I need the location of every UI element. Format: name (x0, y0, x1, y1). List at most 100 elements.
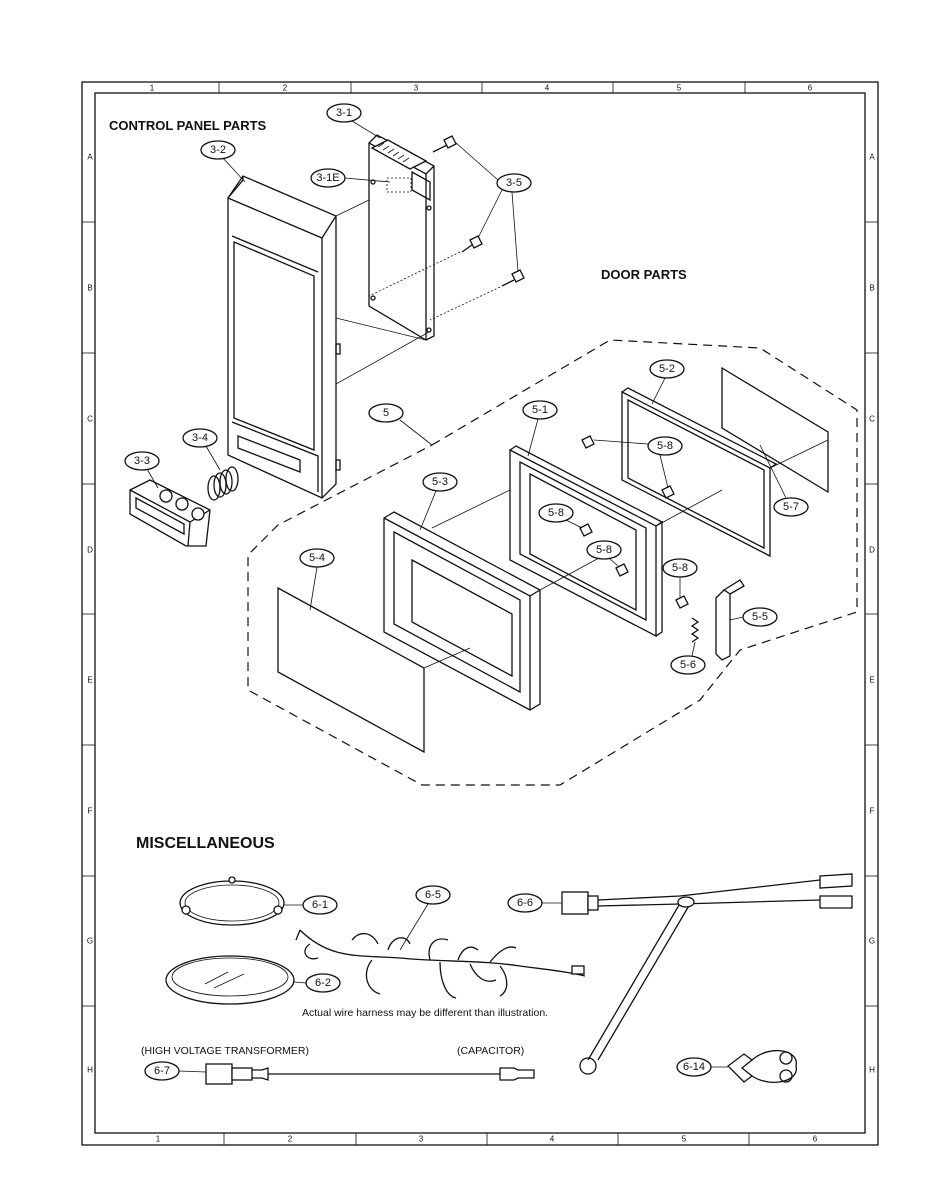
grid-row-label: A (87, 153, 93, 162)
grid-row-label: F (870, 807, 875, 816)
svg-text:6-7: 6-7 (154, 1065, 170, 1077)
screw-icon (615, 563, 629, 577)
grid-col-label: 4 (550, 1135, 555, 1144)
screw-icon (432, 135, 457, 153)
control-unit (368, 134, 435, 341)
grid-col-label: 2 (288, 1135, 293, 1144)
svg-text:5-1: 5-1 (532, 404, 548, 416)
drawing-frame: 1 2 3 4 5 6 1 2 3 4 5 6 A B C D E F G H … (81, 81, 879, 1146)
grid-row-label: E (869, 676, 874, 685)
callout-6-5: 6-5 (399, 885, 451, 951)
grid-row-label: D (87, 546, 93, 555)
latch-head (715, 579, 745, 661)
callout-5-8: 5-8 (662, 558, 698, 598)
screw-icon (461, 235, 483, 253)
svg-text:5-8: 5-8 (548, 507, 564, 519)
callout-5-8: 5-8 (593, 436, 683, 489)
grid-col-label: 6 (813, 1135, 818, 1144)
callout-3-4: 3-4 (182, 428, 221, 471)
svg-text:3-1E: 3-1E (316, 172, 339, 184)
svg-text:6-1: 6-1 (312, 899, 328, 911)
svg-text:3-1: 3-1 (336, 107, 352, 119)
svg-text:5-7: 5-7 (783, 501, 799, 513)
svg-text:3-2: 3-2 (210, 144, 226, 156)
grid-col-label: 3 (419, 1135, 424, 1144)
screw-icon (501, 269, 525, 287)
choke-cover (383, 511, 541, 711)
latch-spring-icon (690, 617, 700, 643)
high-voltage-wire (205, 1063, 535, 1085)
callout-6-2: 6-2 (293, 973, 341, 993)
svg-text:3-4: 3-4 (192, 432, 208, 444)
grid-row-label: B (87, 284, 92, 293)
capacitor-label: (CAPACITOR) (457, 1045, 524, 1057)
control-panel-heading: CONTROL PANEL PARTS (109, 118, 267, 133)
grid-col-label: 6 (808, 84, 813, 93)
svg-text:5: 5 (383, 407, 389, 419)
callout-5-2: 5-2 (649, 359, 685, 405)
grid-row-label: B (869, 284, 874, 293)
svg-text:6-14: 6-14 (683, 1061, 705, 1073)
svg-text:6-5: 6-5 (425, 889, 441, 901)
grid-row-label: G (869, 937, 875, 946)
grid-row-label: C (87, 415, 93, 424)
grid-row-label: E (87, 676, 92, 685)
svg-text:5-4: 5-4 (309, 552, 325, 564)
callout-5-1: 5-1 (522, 400, 558, 457)
grid-col-label: 2 (283, 84, 288, 93)
callout-6-14: 6-14 (676, 1057, 728, 1077)
lead-wire-assembly (561, 873, 853, 1075)
grid-col-label: 1 (150, 84, 155, 93)
callout-5-4: 5-4 (299, 548, 335, 611)
turntable-support (179, 876, 285, 926)
svg-text:3-5: 3-5 (506, 177, 522, 189)
door-front-panel (277, 586, 425, 754)
door-parts-heading: DOOR PARTS (601, 267, 687, 282)
wire-harness (295, 929, 586, 999)
svg-text:5-5: 5-5 (752, 611, 768, 623)
callout-5-8: 5-8 (586, 540, 622, 567)
door-screen-frame (621, 387, 778, 558)
callout-3-1: 3-1 (326, 103, 381, 139)
grid-row-label: C (869, 415, 875, 424)
svg-text:5-6: 5-6 (680, 659, 696, 671)
svg-text:5-8: 5-8 (596, 544, 612, 556)
hv-transformer-label: (HIGH VOLTAGE TRANSFORMER) (141, 1045, 309, 1057)
callout-5-3: 5-3 (419, 472, 458, 531)
turntable-tray (165, 955, 295, 1005)
callout-3-2: 3-2 (200, 140, 246, 183)
grid-col-label: 1 (156, 1135, 161, 1144)
grid-col-label: 5 (677, 84, 682, 93)
grid-row-label: H (87, 1066, 93, 1075)
grid-col-label: 5 (682, 1135, 687, 1144)
assembly-lines-3-1 (335, 199, 430, 385)
grid-row-label: G (87, 937, 93, 946)
callout-3-5: 3-5 (454, 141, 532, 273)
control-panel-frame (227, 175, 341, 499)
callout-3-3: 3-3 (124, 451, 160, 489)
miscellaneous-heading: MISCELLANEOUS (136, 835, 275, 852)
callout-5: 5 (368, 403, 433, 446)
grid-row-label: F (88, 807, 93, 816)
screw-icon (579, 523, 593, 537)
spring-icon (207, 466, 239, 501)
screw-icon (675, 595, 689, 609)
wire-clip (727, 1050, 797, 1083)
screw-icon (661, 485, 675, 499)
callout-5-7: 5-7 (759, 444, 809, 517)
svg-text:5-8: 5-8 (672, 562, 688, 574)
door-assembly-boundary (247, 339, 858, 786)
callout-5-6: 5-6 (670, 641, 706, 675)
grid-col-label: 3 (414, 84, 419, 93)
svg-text:6-6: 6-6 (517, 897, 533, 909)
callout-5-5: 5-5 (729, 607, 778, 627)
svg-text:5-2: 5-2 (659, 363, 675, 375)
callout-3-1e: 3-1E (310, 168, 391, 188)
callout-6-1: 6-1 (284, 895, 338, 915)
grid-row-label: D (869, 546, 875, 555)
grid-row-label: H (869, 1066, 875, 1075)
svg-text:5-3: 5-3 (432, 476, 448, 488)
callout-6-7: 6-7 (144, 1061, 207, 1081)
svg-text:6-2: 6-2 (315, 977, 331, 989)
